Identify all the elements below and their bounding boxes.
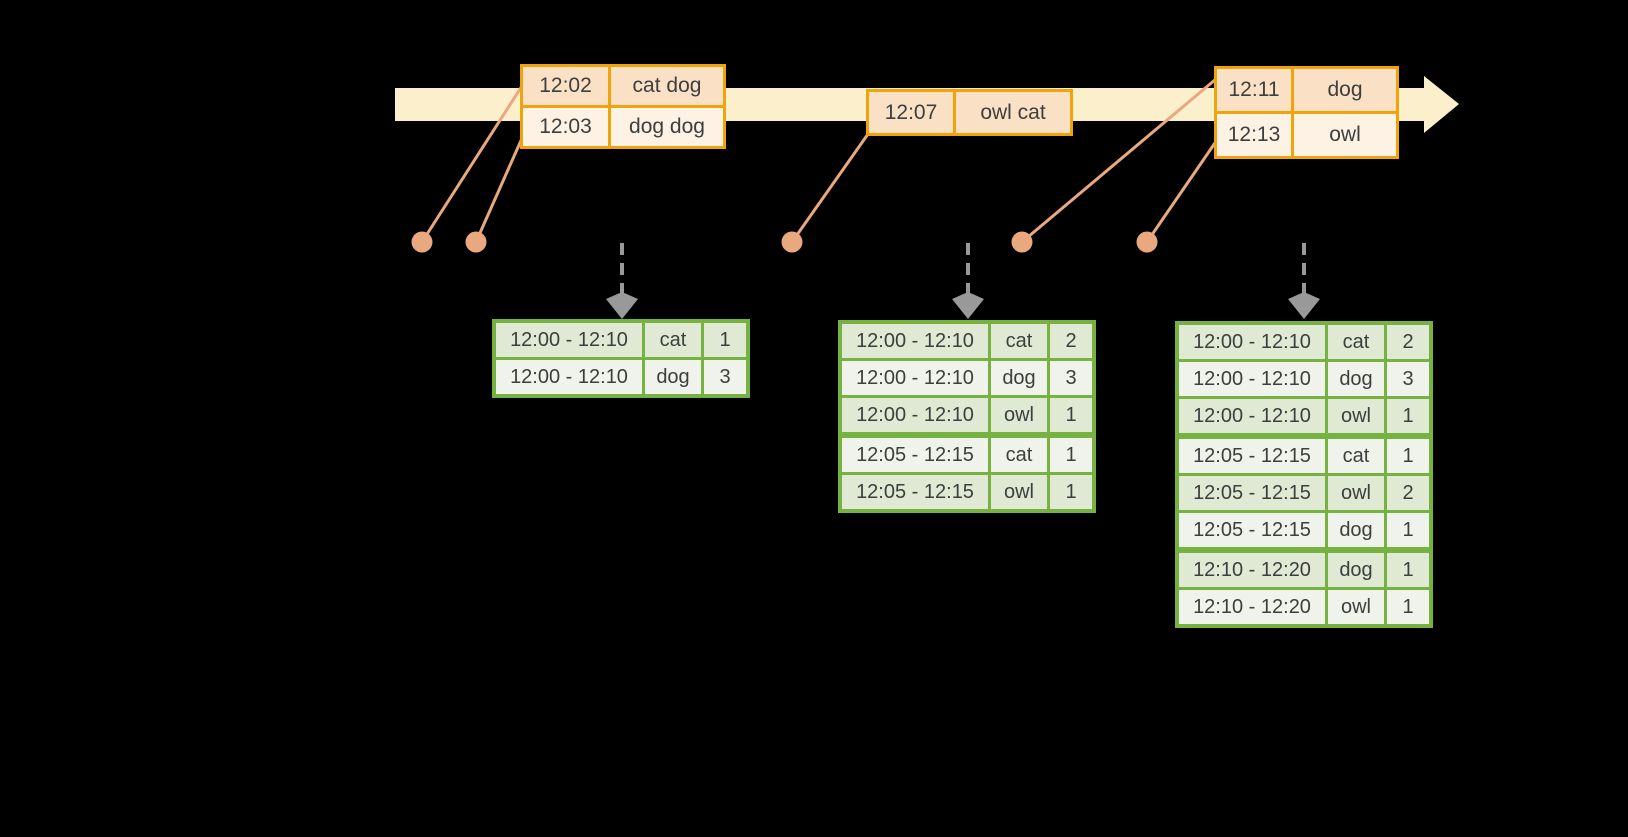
window-cell: 12:00 - 12:10	[842, 361, 988, 395]
window-cell: 12:05 - 12:15	[1179, 476, 1325, 510]
event-words-cell: cat dog	[611, 67, 723, 105]
count-cell: 2	[1050, 324, 1092, 358]
result-row: 12:05 - 12:15 cat 1	[842, 438, 1092, 472]
result-table-3: 12:00 - 12:10 cat 2 12:00 - 12:10 dog 3 …	[1175, 321, 1433, 628]
event-dot	[411, 231, 433, 253]
window-cell: 12:10 - 12:20	[1179, 590, 1325, 624]
word-cell: owl	[1328, 399, 1384, 433]
window-cell: 12:05 - 12:15	[842, 438, 988, 472]
window-cell: 12:10 - 12:20	[1179, 553, 1325, 587]
window-cell: 12:05 - 12:15	[1179, 513, 1325, 547]
event-time-cell: 12:03	[523, 108, 608, 146]
event-connector-line	[790, 132, 870, 244]
event-connector-line	[420, 84, 524, 244]
result-row: 12:05 - 12:15 dog 1	[1179, 513, 1429, 547]
event-words-cell: dog dog	[611, 108, 723, 146]
event-time-cell: 12:07	[869, 92, 953, 133]
word-cell: owl	[991, 398, 1047, 432]
event-dot	[1011, 231, 1033, 253]
word-cell: cat	[1328, 439, 1384, 473]
result-row: 12:00 - 12:10 cat 2	[842, 324, 1092, 358]
word-cell: owl	[1328, 476, 1384, 510]
event-connector-line	[1145, 138, 1219, 244]
event-dot	[1136, 231, 1158, 253]
window-cell: 12:00 - 12:10	[842, 324, 988, 358]
window-cell: 12:00 - 12:10	[842, 398, 988, 432]
count-cell: 1	[1387, 553, 1429, 587]
result-table-1: 12:00 - 12:10 cat 1 12:00 - 12:10 dog 3	[492, 319, 750, 398]
event-dot	[465, 231, 487, 253]
count-cell: 3	[1050, 361, 1092, 395]
count-cell: 1	[1050, 475, 1092, 509]
window-cell: 12:00 - 12:10	[496, 360, 642, 394]
window-cell: 12:00 - 12:10	[1179, 399, 1325, 433]
window-cell: 12:05 - 12:15	[1179, 439, 1325, 473]
word-cell: cat	[645, 323, 701, 357]
result-row: 12:00 - 12:10 dog 3	[842, 361, 1092, 395]
event-table-1: 12:02 cat dog 12:03 dog dog	[520, 64, 726, 149]
result-row: 12:00 - 12:10 dog 3	[496, 360, 746, 394]
trigger-arrowhead-icon	[952, 292, 984, 319]
result-row: 12:10 - 12:20 dog 1	[1179, 553, 1429, 587]
count-cell: 2	[1387, 476, 1429, 510]
event-words-cell: dog	[1294, 69, 1396, 111]
count-cell: 1	[1387, 513, 1429, 547]
event-dot	[781, 231, 803, 253]
result-row: 12:00 - 12:10 cat 1	[496, 323, 746, 357]
trigger-arrowhead-icon	[606, 292, 638, 319]
event-words-cell: owl cat	[956, 92, 1070, 133]
result-row: 12:00 - 12:10 dog 3	[1179, 362, 1429, 396]
count-cell: 1	[1050, 438, 1092, 472]
count-cell: 1	[1387, 590, 1429, 624]
result-table-2: 12:00 - 12:10 cat 2 12:00 - 12:10 dog 3 …	[838, 320, 1096, 513]
word-cell: dog	[1328, 513, 1384, 547]
window-cell: 12:00 - 12:10	[496, 323, 642, 357]
trigger-arrowhead-icon	[1288, 292, 1320, 319]
event-words-cell: owl	[1294, 114, 1396, 156]
result-row: 12:00 - 12:10 owl 1	[1179, 399, 1429, 433]
result-row: 12:00 - 12:10 cat 2	[1179, 325, 1429, 359]
window-cell: 12:00 - 12:10	[1179, 325, 1325, 359]
word-cell: owl	[1328, 590, 1384, 624]
event-time-cell: 12:13	[1217, 114, 1291, 156]
word-cell: dog	[645, 360, 701, 394]
word-cell: owl	[991, 475, 1047, 509]
event-connector-line	[474, 134, 525, 244]
count-cell: 3	[704, 360, 746, 394]
count-cell: 3	[1387, 362, 1429, 396]
event-time-cell: 12:11	[1217, 69, 1291, 111]
word-cell: dog	[1328, 553, 1384, 587]
word-cell: dog	[1328, 362, 1384, 396]
result-row: 12:05 - 12:15 cat 1	[1179, 439, 1429, 473]
window-cell: 12:00 - 12:10	[1179, 362, 1325, 396]
event-time-cell: 12:02	[523, 67, 608, 105]
count-cell: 1	[1387, 399, 1429, 433]
count-cell: 1	[1050, 398, 1092, 432]
result-row: 12:05 - 12:15 owl 2	[1179, 476, 1429, 510]
result-row: 12:05 - 12:15 owl 1	[842, 475, 1092, 509]
word-cell: cat	[991, 438, 1047, 472]
event-table-2: 12:07 owl cat	[866, 89, 1073, 136]
count-cell: 2	[1387, 325, 1429, 359]
result-row: 12:10 - 12:20 owl 1	[1179, 590, 1429, 624]
word-cell: cat	[1328, 325, 1384, 359]
timeline-arrowhead-icon	[1424, 76, 1459, 133]
result-row: 12:00 - 12:10 owl 1	[842, 398, 1092, 432]
window-cell: 12:05 - 12:15	[842, 475, 988, 509]
count-cell: 1	[704, 323, 746, 357]
word-cell: cat	[991, 324, 1047, 358]
event-table-3: 12:11 dog 12:13 owl	[1214, 66, 1399, 159]
word-cell: dog	[991, 361, 1047, 395]
event-connector-line	[1020, 77, 1218, 244]
count-cell: 1	[1387, 439, 1429, 473]
